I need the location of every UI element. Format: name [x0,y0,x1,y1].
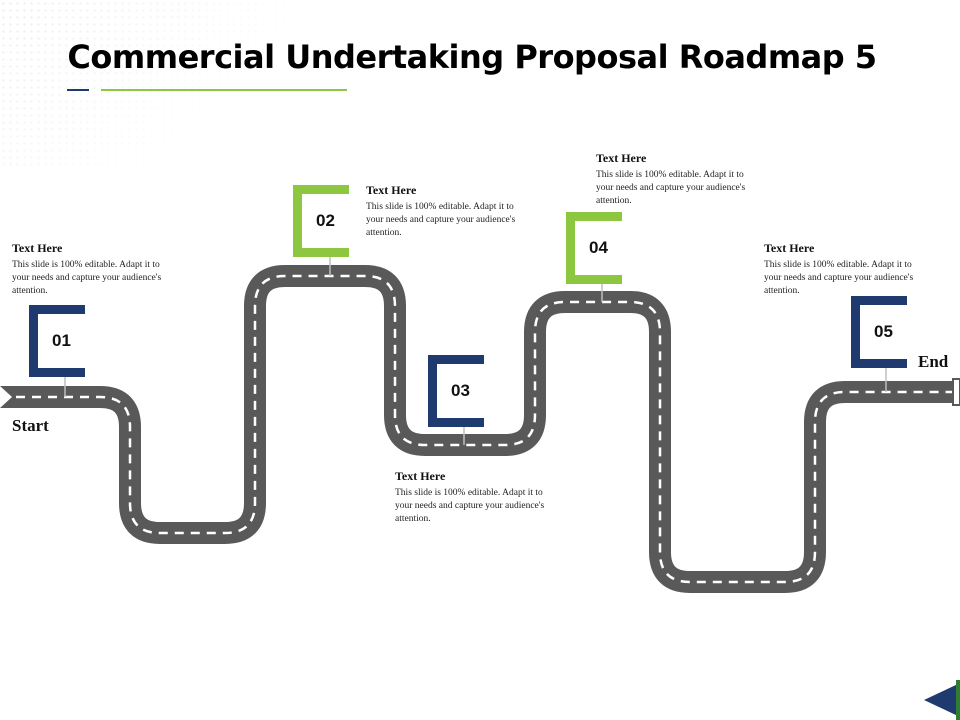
title-underline [101,89,347,91]
milestone-number: 03 [451,381,470,400]
road-center-dashes [0,274,960,584]
milestone-description: This slide is 100% editable. Adapt it to… [366,202,516,238]
milestone-description: This slide is 100% editable. Adapt it to… [395,488,545,524]
milestone-text-02: Text Here This slide is 100% editable. A… [366,183,531,239]
milestone-marker-05: 05 [851,296,907,368]
milestone-description: This slide is 100% editable. Adapt it to… [12,260,162,296]
milestone-number: 05 [874,322,893,341]
milestone-description: This slide is 100% editable. Adapt it to… [764,260,914,296]
milestone-marker-02: 02 [293,185,349,257]
milestone-marker-01: 01 [29,305,85,377]
milestone-heading: Text Here [764,241,815,255]
milestone-text-01: Text Here This slide is 100% editable. A… [12,241,177,297]
milestone-number: 04 [589,238,608,257]
milestone-number: 01 [52,331,71,350]
title-underline-accent [67,89,89,91]
milestone-text-05: Text Here This slide is 100% editable. A… [764,241,929,297]
start-notch [0,386,12,408]
start-label: Start [12,416,49,435]
milestone-text-04: Text Here This slide is 100% editable. A… [596,151,761,207]
background-dot-pattern [0,0,330,170]
milestone-number: 02 [316,211,335,230]
milestone-heading: Text Here [596,151,647,165]
milestone-marker-04: 04 [566,212,622,284]
milestone-text-03: Text Here This slide is 100% editable. A… [395,469,560,525]
end-label: End [918,352,949,371]
milestone-heading: Text Here [395,469,446,483]
page-title: Commercial Undertaking Proposal Roadmap … [67,38,877,76]
milestone-description: This slide is 100% editable. Adapt it to… [596,170,746,206]
milestone-heading: Text Here [366,183,417,197]
triangle-arrow-icon[interactable] [920,680,960,720]
end-cap [952,378,960,406]
milestone-marker-03: 03 [428,355,484,427]
milestone-heading: Text Here [12,241,63,255]
